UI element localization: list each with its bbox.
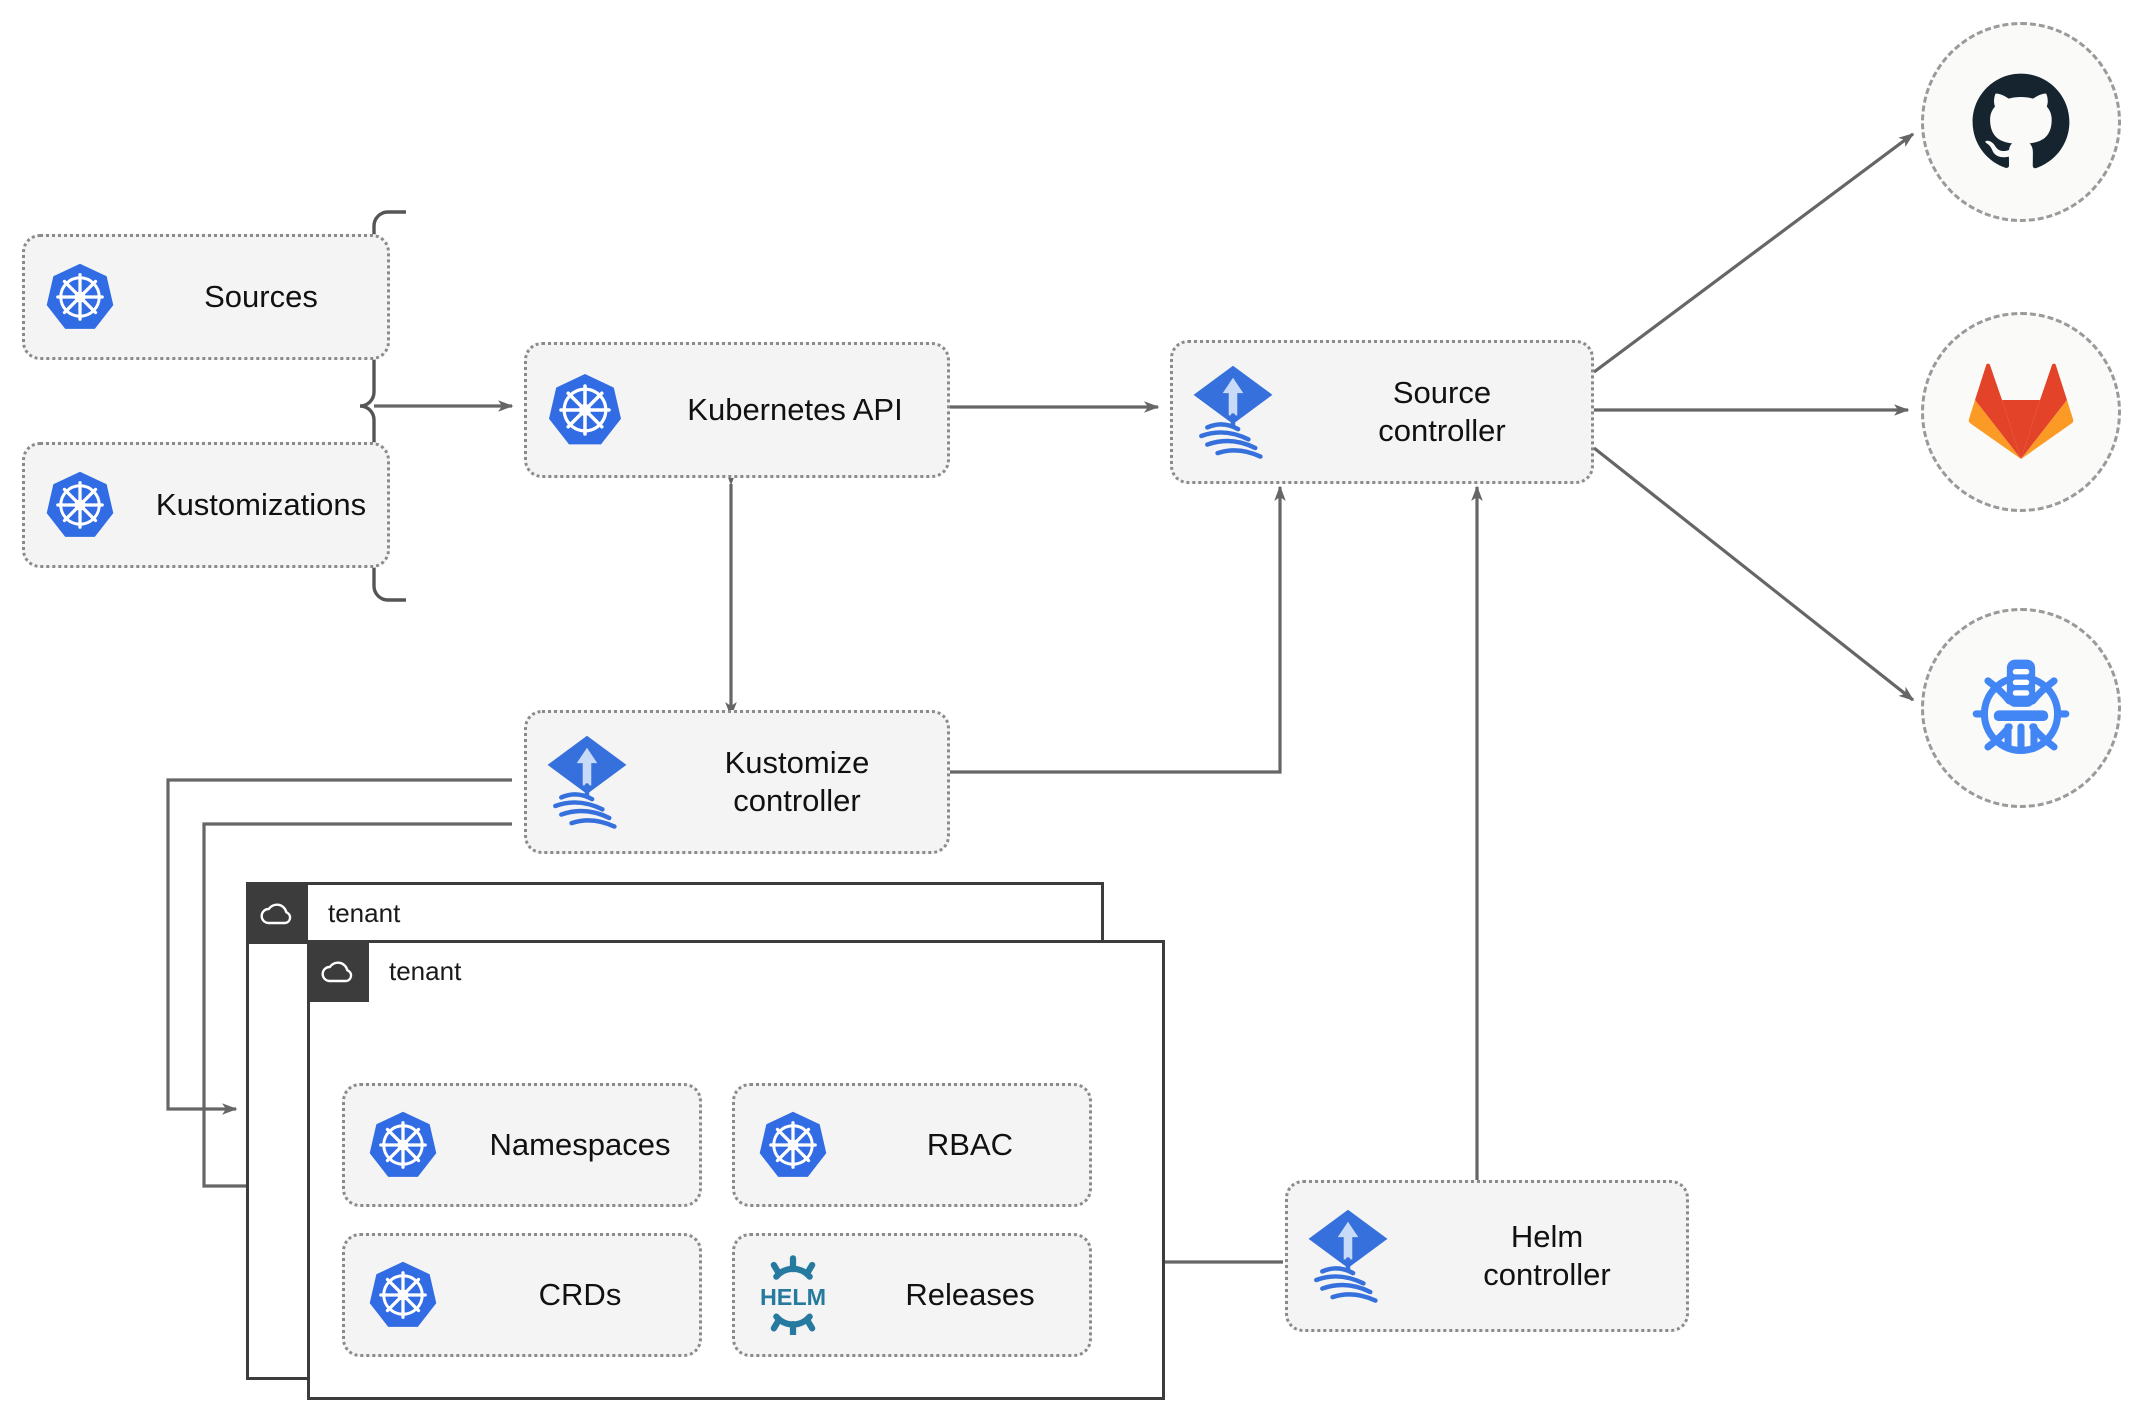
flux-icon [527, 734, 647, 830]
tenant-resource-label: Namespaces [489, 1127, 671, 1163]
controller-label: Helm controller [1483, 1219, 1611, 1292]
helm-icon: HELM [735, 1255, 851, 1335]
kubernetes-icon [735, 1108, 851, 1182]
gitlab-icon [1968, 363, 2074, 459]
flux-icon [1288, 1208, 1408, 1304]
provider-gitlab[interactable] [1921, 312, 2121, 512]
svg-text:HELM: HELM [760, 1284, 826, 1310]
controller-kustomize[interactable]: Kustomize controller [524, 710, 950, 854]
controller-label: Kubernetes API [687, 392, 903, 428]
resource-label: Kustomizations [155, 487, 367, 523]
kubernetes-icon [25, 260, 135, 334]
tenant-resource-crds[interactable]: CRDs [342, 1233, 702, 1357]
tenant-resource-namespaces[interactable]: Namespaces [342, 1083, 702, 1207]
controller-label: Kustomize controller [724, 745, 870, 818]
cloud-icon [307, 940, 369, 1002]
github-icon [1972, 73, 2070, 169]
kubernetes-icon [25, 468, 135, 542]
kubernetes-icon [345, 1108, 461, 1182]
tenant-resource-releases[interactable]: HELM Releases [732, 1233, 1092, 1357]
provider-registry[interactable] [1921, 608, 2121, 808]
controller-helm[interactable]: Helm controller [1285, 1180, 1689, 1332]
tenant-titlebar: tenant [307, 940, 461, 1002]
controller-kubernetes-api[interactable]: Kubernetes API [524, 342, 950, 478]
tenant-label: tenant [328, 897, 401, 928]
kubernetes-icon [345, 1258, 461, 1332]
tenant-box-front: tenant [307, 940, 1165, 1400]
resource-kustomizations[interactable]: Kustomizations [22, 442, 390, 568]
controller-label: Source controller [1378, 375, 1506, 448]
kubernetes-icon [527, 370, 643, 450]
tenant-titlebar: tenant [246, 882, 400, 944]
resource-sources[interactable]: Sources [22, 234, 390, 360]
cloud-icon [246, 882, 308, 944]
tenant-resource-label: RBAC [926, 1127, 1014, 1163]
controller-source[interactable]: Source controller [1170, 340, 1594, 484]
tenant-label: tenant [389, 955, 462, 986]
oci-registry-icon [1972, 659, 2070, 755]
tenant-resource-rbac[interactable]: RBAC [732, 1083, 1092, 1207]
resource-label: Sources [204, 279, 318, 315]
provider-github[interactable] [1921, 22, 2121, 222]
flux-icon [1173, 364, 1293, 460]
tenant-resource-label: CRDs [538, 1277, 622, 1313]
tenant-resource-label: Releases [905, 1277, 1035, 1313]
